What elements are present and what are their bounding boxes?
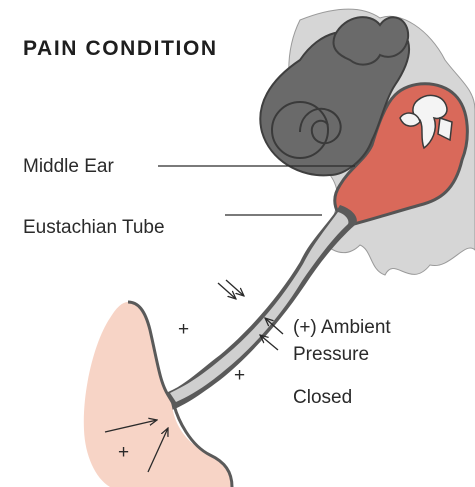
- label-ambient-pressure-line2: Pressure: [293, 344, 369, 365]
- diagram-title: PAIN CONDITION: [23, 37, 218, 60]
- plus-sign-throat: +: [118, 442, 129, 463]
- pressure-arrows-upper: [218, 280, 244, 299]
- label-middle-ear: Middle Ear: [23, 156, 114, 177]
- plus-sign-tube-upper: +: [178, 319, 189, 340]
- label-tube-state: Closed: [293, 387, 352, 408]
- label-eustachian-tube: Eustachian Tube: [23, 217, 165, 238]
- label-ambient-pressure-line1: (+) Ambient: [293, 317, 391, 338]
- plus-sign-tube-lower: +: [234, 365, 245, 386]
- throat-tissue: [84, 302, 232, 487]
